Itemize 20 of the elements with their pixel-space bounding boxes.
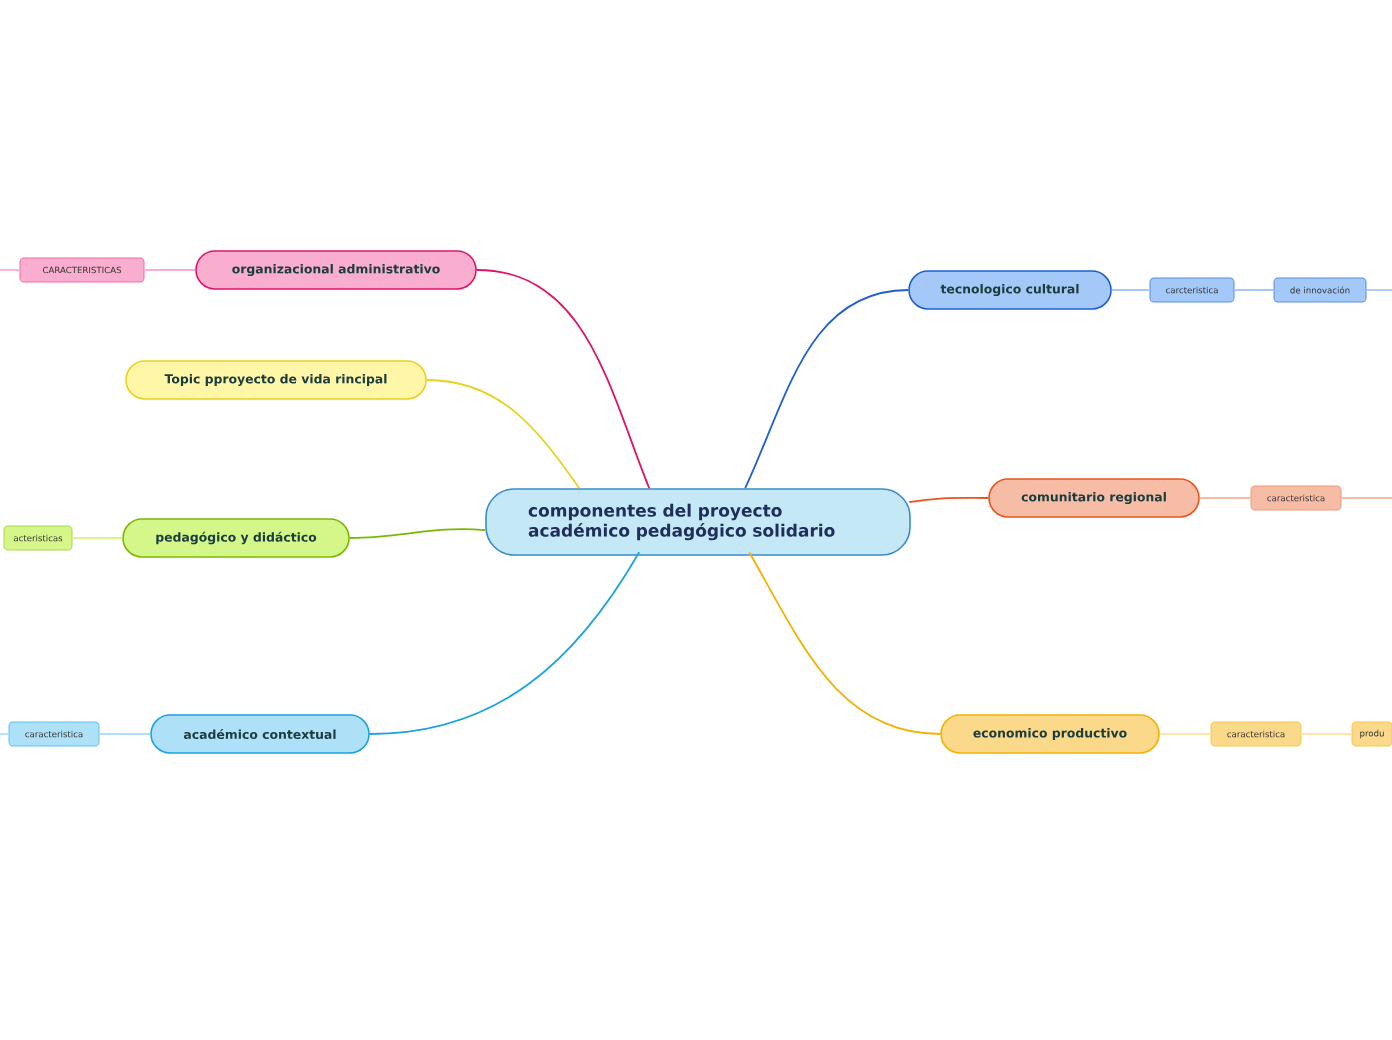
connector — [1300, 733, 1353, 735]
connector — [143, 269, 197, 271]
connector — [368, 551, 641, 735]
connector — [1158, 733, 1212, 735]
connector — [908, 497, 990, 504]
connector — [1198, 497, 1252, 499]
connector — [425, 379, 581, 490]
connector — [1233, 289, 1275, 291]
connector — [744, 289, 910, 490]
connector — [0, 733, 10, 735]
connector — [475, 269, 651, 490]
connector — [748, 551, 942, 735]
connector — [71, 537, 124, 539]
connector — [1365, 289, 1392, 291]
connector — [0, 269, 21, 271]
connector — [98, 733, 152, 735]
connector — [1110, 289, 1151, 291]
central-topic-box: componentes del proyecto académico pedagógico solidario — [485, 488, 911, 556]
connector — [348, 528, 487, 539]
connector — [1340, 497, 1392, 499]
